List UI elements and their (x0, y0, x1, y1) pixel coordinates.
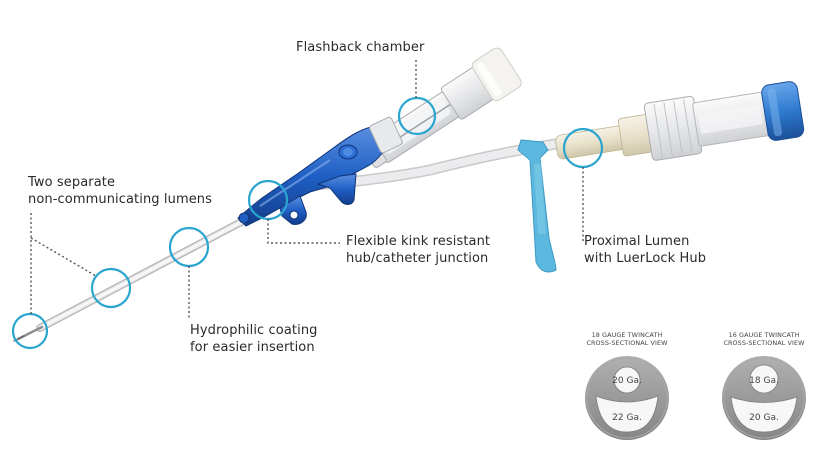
cross-section-16-title-line2: CROSS-SECTIONAL VIEW (723, 339, 805, 347)
callout-lumens: Two separate non-communicating lumens (28, 174, 212, 208)
callout-coating-line1: Hydrophilic coating (190, 323, 318, 338)
callout-kink-line2: hub/catheter junction (346, 251, 489, 266)
callout-hydrophilic-coating: Hydrophilic coating for easier insertion (190, 322, 318, 356)
callout-lumens-line2: non-communicating lumens (28, 192, 213, 207)
leader-lumens-diagonal (30, 237, 97, 277)
highlight-rings (11, 96, 604, 350)
tube-clamp-wing (517, 139, 557, 273)
highlight-ring-shaft (90, 267, 132, 309)
leader-lines (30, 60, 584, 318)
highlight-ring-flashback (397, 96, 437, 136)
cross-section-16-title-line1: 16 GAUGE TWINCATH (728, 331, 800, 339)
callout-kink-resistant: Flexible kink resistant hub/catheter jun… (346, 233, 490, 267)
callout-lumens-line1: Two separate (28, 175, 116, 190)
cross-section-18-title: 18 GAUGE TWINCATH CROSS-SECTIONAL VIEW (586, 331, 668, 347)
callout-kink-line1: Flexible kink resistant (346, 234, 491, 249)
callout-proximal-lumen: Proximal Lumen with LuerLock Hub (584, 233, 706, 267)
blue-catheter-hub (237, 116, 403, 227)
callout-flashback-line1: Flashback chamber (296, 40, 425, 55)
catheter-shaft (13, 216, 249, 342)
callout-flashback-chamber: Flashback chamber (296, 39, 424, 56)
highlight-ring-tip (11, 312, 49, 350)
cross-section-18-title-line2: CROSS-SECTIONAL VIEW (586, 339, 668, 347)
callout-proximal-line2: with LuerLock Hub (584, 251, 707, 266)
callout-proximal-line1: Proximal Lumen (584, 234, 690, 249)
cross-section-18-title-line1: 18 GAUGE TWINCATH (591, 331, 663, 339)
luerlock-hub (555, 81, 805, 161)
leader-kink (267, 219, 340, 244)
callout-coating-line2: for easier insertion (190, 340, 315, 355)
cross-section-16-title: 16 GAUGE TWINCATH CROSS-SECTIONAL VIEW (720, 331, 808, 347)
